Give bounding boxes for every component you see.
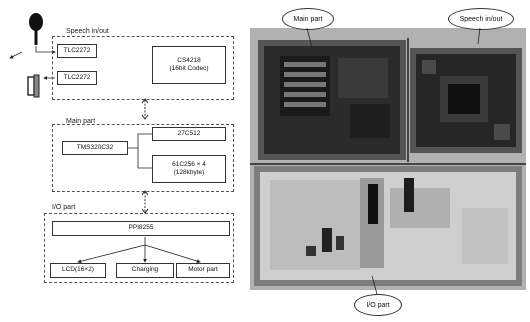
hardware-photo	[250, 28, 526, 290]
callout-speech: Speech in/out	[448, 8, 514, 30]
rom-box: 27C512	[152, 127, 226, 141]
main-section-border	[52, 124, 234, 192]
tlc2272-output-box: TLC2272	[57, 44, 97, 58]
charging-box: Charging	[116, 263, 174, 278]
section-label-speech: Speech in/out	[66, 28, 109, 35]
callout-io-part: I/O part	[354, 294, 402, 316]
ram-box: 61C256 × 4 (128kbyte)	[152, 155, 226, 183]
ppi-box: PPI8255	[52, 221, 230, 236]
tlc2272-input-box: TLC2272	[57, 71, 97, 85]
dsp-box: TMS320C32	[62, 141, 128, 155]
codec-box: CS4218 (16bit Codec)	[152, 46, 226, 84]
callout-main-part: Main part	[282, 8, 334, 30]
diagram-connectors	[9, 46, 201, 264]
section-label-io: I/O part	[52, 204, 76, 211]
motor-box: Motor part	[176, 263, 230, 278]
speaker-icon	[27, 74, 40, 98]
io-section-border	[44, 213, 234, 283]
speech-section-border	[52, 36, 234, 100]
microphone-icon	[29, 13, 43, 45]
circuit-board-photo	[250, 28, 526, 290]
lcd-box: LCD(16×2)	[50, 263, 106, 278]
section-label-main: Main part	[66, 118, 96, 125]
